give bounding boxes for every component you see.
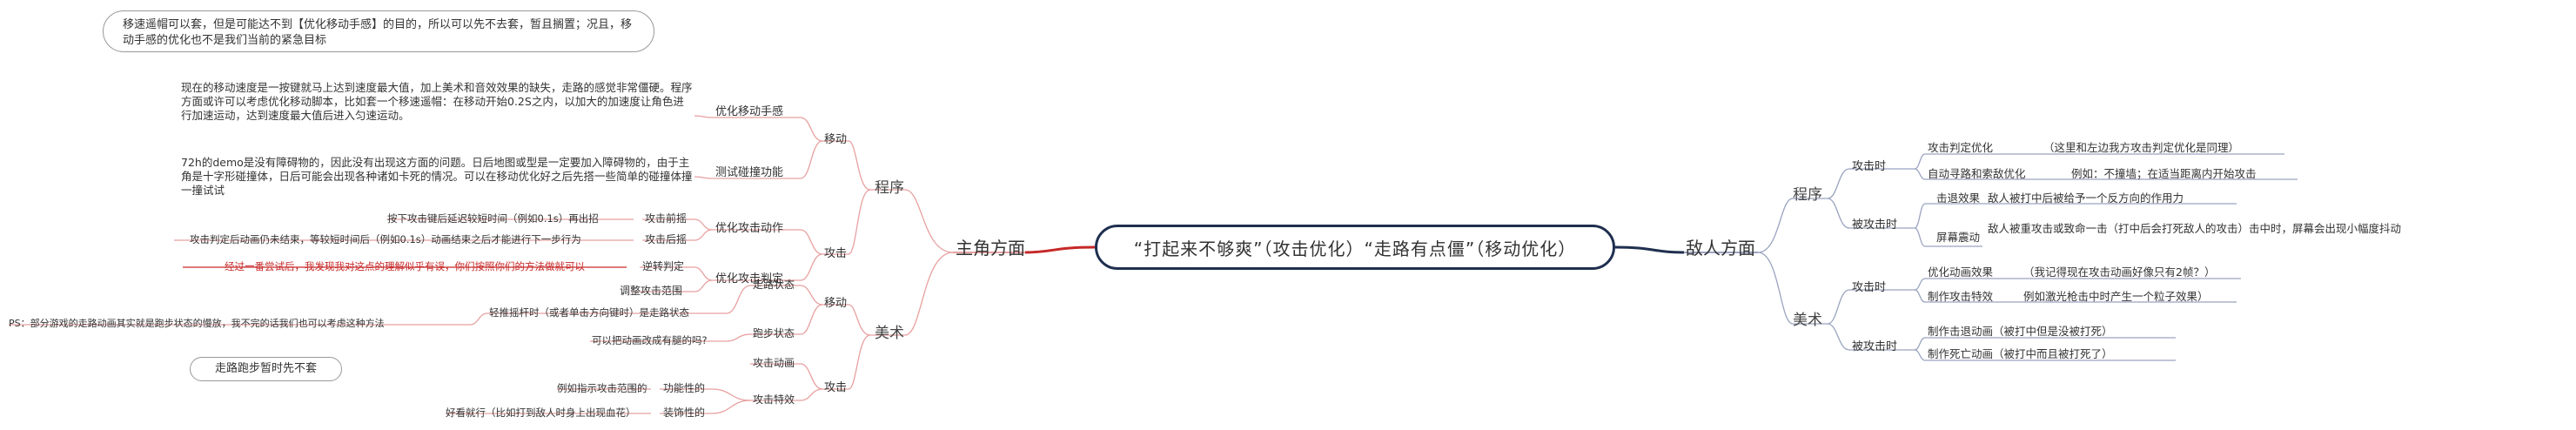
- right-program-hit-label[interactable]: 被攻击时: [1852, 218, 1898, 232]
- note-bottom-text: 走路跑步暂时先不套: [214, 362, 317, 375]
- note-walk-run: 走路跑步暂时先不套: [190, 357, 342, 381]
- left-move-feel-label[interactable]: 优化移动手感: [715, 105, 784, 118]
- left-art-walk-desc: 轻推摇杆时（或者单击方向键时）是走路状态: [489, 306, 689, 319]
- left-judge-range-label[interactable]: 调整攻击范围: [620, 285, 683, 297]
- left-main-topic[interactable]: 主角方面: [956, 238, 1025, 259]
- right-seek-desc: 例如：不撞墙；在适当距离内开始攻击: [2071, 167, 2257, 180]
- right-seek-label[interactable]: 自动寻路和索敌优化: [1928, 167, 2026, 180]
- right-program-attack-label[interactable]: 攻击时: [1852, 160, 1887, 173]
- left-art-run-desc: 可以把动画改成有腿的吗?: [592, 334, 708, 346]
- left-attack-front-desc: 按下攻击键后延迟较短时间（例如0.1s）再出招: [387, 212, 599, 225]
- left-program-attack-label[interactable]: 攻击: [824, 247, 848, 260]
- right-judge-label[interactable]: 攻击判定优化: [1928, 141, 1994, 154]
- left-fx-decorative-label[interactable]: 装饰性的: [663, 406, 706, 419]
- note-speed-remote: 移速遥帽可以套，但是可能达不到【优化移动手感】的目的，所以可以先不去套，暂且搁置…: [103, 10, 654, 52]
- left-art-attack-anim-label[interactable]: 攻击动画: [753, 357, 795, 369]
- note-top-text: 移速遥帽可以套，但是可能达不到【优化移动手感】的目的，所以可以先不去套，暂且搁置…: [123, 18, 633, 47]
- right-fx-desc: 例如激光枪击中时产生一个粒子效果）: [2023, 290, 2209, 303]
- right-art-label[interactable]: 美术: [1793, 312, 1822, 329]
- left-art-walk-label[interactable]: 走路状态: [753, 279, 795, 291]
- right-anim-label[interactable]: 优化动画效果: [1928, 265, 1994, 279]
- right-fx-label[interactable]: 制作攻击特效: [1928, 290, 1994, 303]
- right-death-anim[interactable]: 制作死亡动画（被打中而且被打死了）: [1928, 347, 2113, 360]
- right-hurt-anim[interactable]: 制作击退动画（被打中但是没被打死）: [1928, 325, 2113, 338]
- left-program-move-label[interactable]: 移动: [824, 133, 848, 146]
- right-judge-desc: （这里和左边我方攻击判定优化是同理）: [2043, 141, 2240, 154]
- left-attack-judge-label[interactable]: 优化攻击判定: [715, 272, 784, 286]
- right-main-topic[interactable]: 敌人方面: [1686, 238, 1755, 259]
- left-move-collision-label[interactable]: 测试碰撞功能: [715, 166, 784, 179]
- left-fx-functional-label[interactable]: 功能性的: [663, 382, 706, 394]
- left-art-label[interactable]: 美术: [875, 325, 904, 342]
- right-anim-desc: （我记得现在攻击动画好像只有2帧？）: [2023, 265, 2216, 279]
- left-attack-motion-label[interactable]: 优化攻击动作: [715, 222, 784, 235]
- left-move-feel-desc: 现在的移动速度是一按键就马上达到速度最大值，加上美术和音效效果的缺失，走路的感觉…: [181, 81, 693, 122]
- right-program-label[interactable]: 程序: [1793, 186, 1822, 204]
- left-move-collision-desc: 72h的demo是没有障碍物的，因此没有出现这方面的问题。日后地图或型是一定要加…: [181, 156, 693, 197]
- left-art-move-label[interactable]: 移动: [824, 297, 848, 310]
- left-art-walk-note: PS：部分游戏的走路动画其实就是跑步状态的慢放，我不完的话我们也可以考虑这种方法: [9, 318, 385, 329]
- right-shake-label[interactable]: 屏幕震动: [1936, 231, 1981, 244]
- left-art-run-label[interactable]: 跑步状态: [753, 327, 795, 339]
- right-knockback-label[interactable]: 击退效果: [1936, 191, 1981, 205]
- root-topic-label: “打起来不够爽”（攻击优化）“走路有点僵”（移动优化）: [1133, 238, 1577, 259]
- left-fx-decorative-desc: 好看就行（比如打到敌人时身上出现血花）: [446, 406, 636, 419]
- left-attack-back-label[interactable]: 攻击后摇: [645, 233, 688, 245]
- left-judge-reverse-desc: 经过一番尝试后，我发现我对这点的理解似乎有误，你们按照你们的方法做就可以: [225, 260, 585, 272]
- right-art-attack-label[interactable]: 攻击时: [1852, 281, 1887, 294]
- left-program-label[interactable]: 程序: [875, 179, 904, 197]
- left-fx-functional-desc: 例如指示攻击范围的: [557, 382, 647, 394]
- left-art-attack-fx-label[interactable]: 攻击特效: [753, 393, 795, 406]
- right-knockback-desc: 敌人被打中后被给予一个反方向的作用力: [1988, 191, 2184, 205]
- root-topic[interactable]: “打起来不够爽”（攻击优化）“走路有点僵”（移动优化）: [1095, 225, 1615, 270]
- left-judge-reverse-label[interactable]: 逆转判定: [642, 260, 685, 272]
- right-shake-desc: 敌人被重攻击或致命一击（打中后会打死敌人的攻击）击中时，屏幕会出现小幅度抖动: [1988, 222, 2402, 235]
- right-art-hit-label[interactable]: 被攻击时: [1852, 340, 1898, 353]
- left-attack-front-label[interactable]: 攻击前摇: [645, 212, 688, 225]
- left-art-attack-label[interactable]: 攻击: [824, 381, 848, 394]
- left-attack-back-desc: 攻击判定后动画仍未结束，等较短时间后（例如0.1s）动画结束之后才能进行下一步行…: [190, 233, 581, 245]
